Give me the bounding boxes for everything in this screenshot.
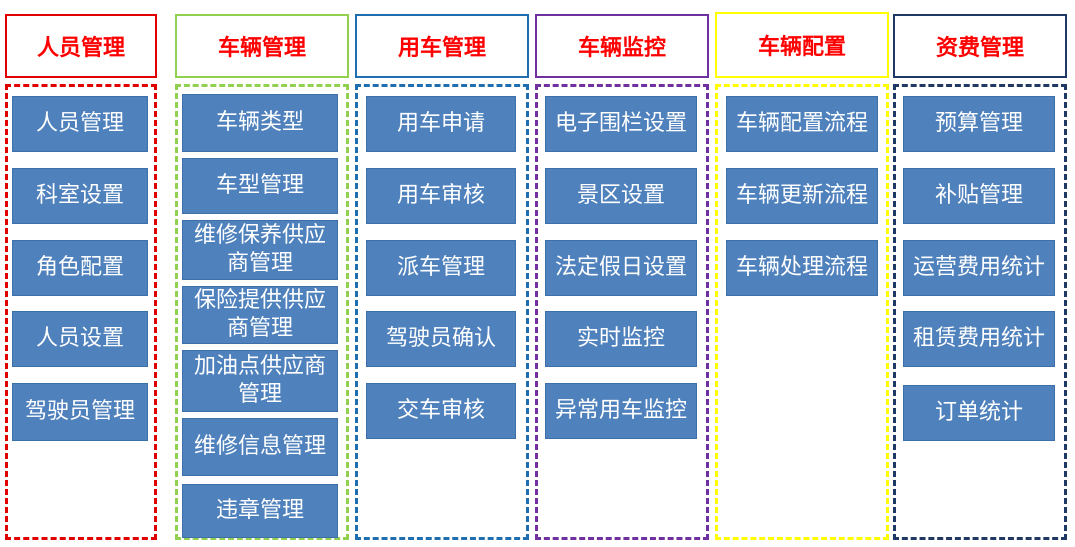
item-label: 驾驶员确认 <box>385 326 496 351</box>
column-header-fees: 资费管理 <box>893 14 1067 78</box>
column-header-usage: 用车管理 <box>355 14 529 78</box>
item-label: 车辆更新流程 <box>735 183 868 208</box>
item-label: 人员设置 <box>35 326 124 351</box>
item-label: 车辆处理流程 <box>735 255 868 280</box>
item-maintenance-supplier[interactable]: 维修保养供应商管理 <box>182 220 338 280</box>
item-label: 驾驶员管理 <box>24 399 135 424</box>
item-subsidy[interactable]: 补贴管理 <box>903 168 1055 224</box>
item-label: 违章管理 <box>215 498 304 523</box>
item-label: 用车审核 <box>396 183 485 208</box>
item-repair-info[interactable]: 维修信息管理 <box>182 418 338 476</box>
item-label: 车辆类型 <box>215 110 304 135</box>
item-operating-cost[interactable]: 运营费用统计 <box>903 240 1055 296</box>
column-body-personnel <box>5 84 157 540</box>
item-label: 租赁费用统计 <box>912 326 1045 351</box>
item-label: 异常用车监控 <box>554 398 687 423</box>
item-order-stats[interactable]: 订单统计 <box>903 385 1055 441</box>
item-realtime-monitor[interactable]: 实时监控 <box>545 311 697 367</box>
column-body-vehicle <box>175 84 349 540</box>
item-label: 补贴管理 <box>934 183 1023 208</box>
item-role-config[interactable]: 角色配置 <box>12 240 148 296</box>
column-header-monitoring: 车辆监控 <box>535 14 709 78</box>
item-violation-management[interactable]: 违章管理 <box>182 484 338 538</box>
column-title: 资费管理 <box>935 36 1024 61</box>
item-disposal-process[interactable]: 车辆处理流程 <box>726 240 878 296</box>
column-body-monitoring <box>535 84 709 540</box>
item-personnel-settings[interactable]: 人员设置 <box>12 311 148 367</box>
item-return-review[interactable]: 交车审核 <box>366 383 516 439</box>
item-usage-review[interactable]: 用车审核 <box>366 168 516 224</box>
item-fuel-supplier[interactable]: 加油点供应商管理 <box>182 350 338 412</box>
item-driver-confirm[interactable]: 驾驶员确认 <box>366 311 516 367</box>
item-dispatch[interactable]: 派车管理 <box>366 240 516 296</box>
column-title: 用车管理 <box>397 36 486 61</box>
column-title: 车辆监控 <box>577 36 666 61</box>
item-label: 维修信息管理 <box>193 434 326 459</box>
column-title: 车辆配置 <box>757 35 846 60</box>
column-header-config: 车辆配置 <box>715 12 889 78</box>
item-label: 车型管理 <box>215 173 304 198</box>
column-body-usage <box>355 84 529 540</box>
item-label: 电子围栏设置 <box>554 111 687 136</box>
item-update-process[interactable]: 车辆更新流程 <box>726 168 878 224</box>
item-driver-management[interactable]: 驾驶员管理 <box>12 383 148 441</box>
column-title: 车辆管理 <box>217 36 306 61</box>
item-usage-apply[interactable]: 用车申请 <box>366 96 516 152</box>
item-label: 运营费用统计 <box>912 255 1045 280</box>
item-label: 景区设置 <box>576 183 665 208</box>
column-header-vehicle: 车辆管理 <box>175 14 349 78</box>
item-label: 交车审核 <box>396 398 485 423</box>
item-budget[interactable]: 预算管理 <box>903 96 1055 152</box>
item-personnel-management[interactable]: 人员管理 <box>12 96 148 152</box>
item-abnormal-monitor[interactable]: 异常用车监控 <box>545 383 697 439</box>
item-label: 订单统计 <box>934 400 1023 425</box>
item-vehicle-type[interactable]: 车辆类型 <box>182 94 338 152</box>
item-label: 维修保养供应商管理 <box>193 223 326 276</box>
item-label: 科室设置 <box>35 183 124 208</box>
item-label: 用车申请 <box>396 111 485 136</box>
item-department-settings[interactable]: 科室设置 <box>12 168 148 224</box>
item-label: 角色配置 <box>35 255 124 280</box>
item-label: 加油点供应商管理 <box>193 354 326 407</box>
column-body-fees <box>893 84 1067 540</box>
item-label: 实时监控 <box>576 326 665 351</box>
column-header-personnel: 人员管理 <box>5 14 157 78</box>
item-geofence[interactable]: 电子围栏设置 <box>545 96 697 152</box>
item-label: 法定假日设置 <box>554 255 687 280</box>
item-vehicle-model[interactable]: 车型管理 <box>182 158 338 214</box>
item-label: 派车管理 <box>396 255 485 280</box>
item-lease-cost[interactable]: 租赁费用统计 <box>903 311 1055 367</box>
column-body-config <box>715 84 889 540</box>
item-scenic-area[interactable]: 景区设置 <box>545 168 697 224</box>
item-label: 保险提供供应商管理 <box>193 288 326 341</box>
column-title: 人员管理 <box>36 36 125 61</box>
item-holiday-settings[interactable]: 法定假日设置 <box>545 240 697 296</box>
item-config-process[interactable]: 车辆配置流程 <box>726 96 878 152</box>
item-label: 车辆配置流程 <box>735 111 868 136</box>
item-insurance-supplier[interactable]: 保险提供供应商管理 <box>182 286 338 344</box>
item-label: 预算管理 <box>934 111 1023 136</box>
item-label: 人员管理 <box>35 111 124 136</box>
